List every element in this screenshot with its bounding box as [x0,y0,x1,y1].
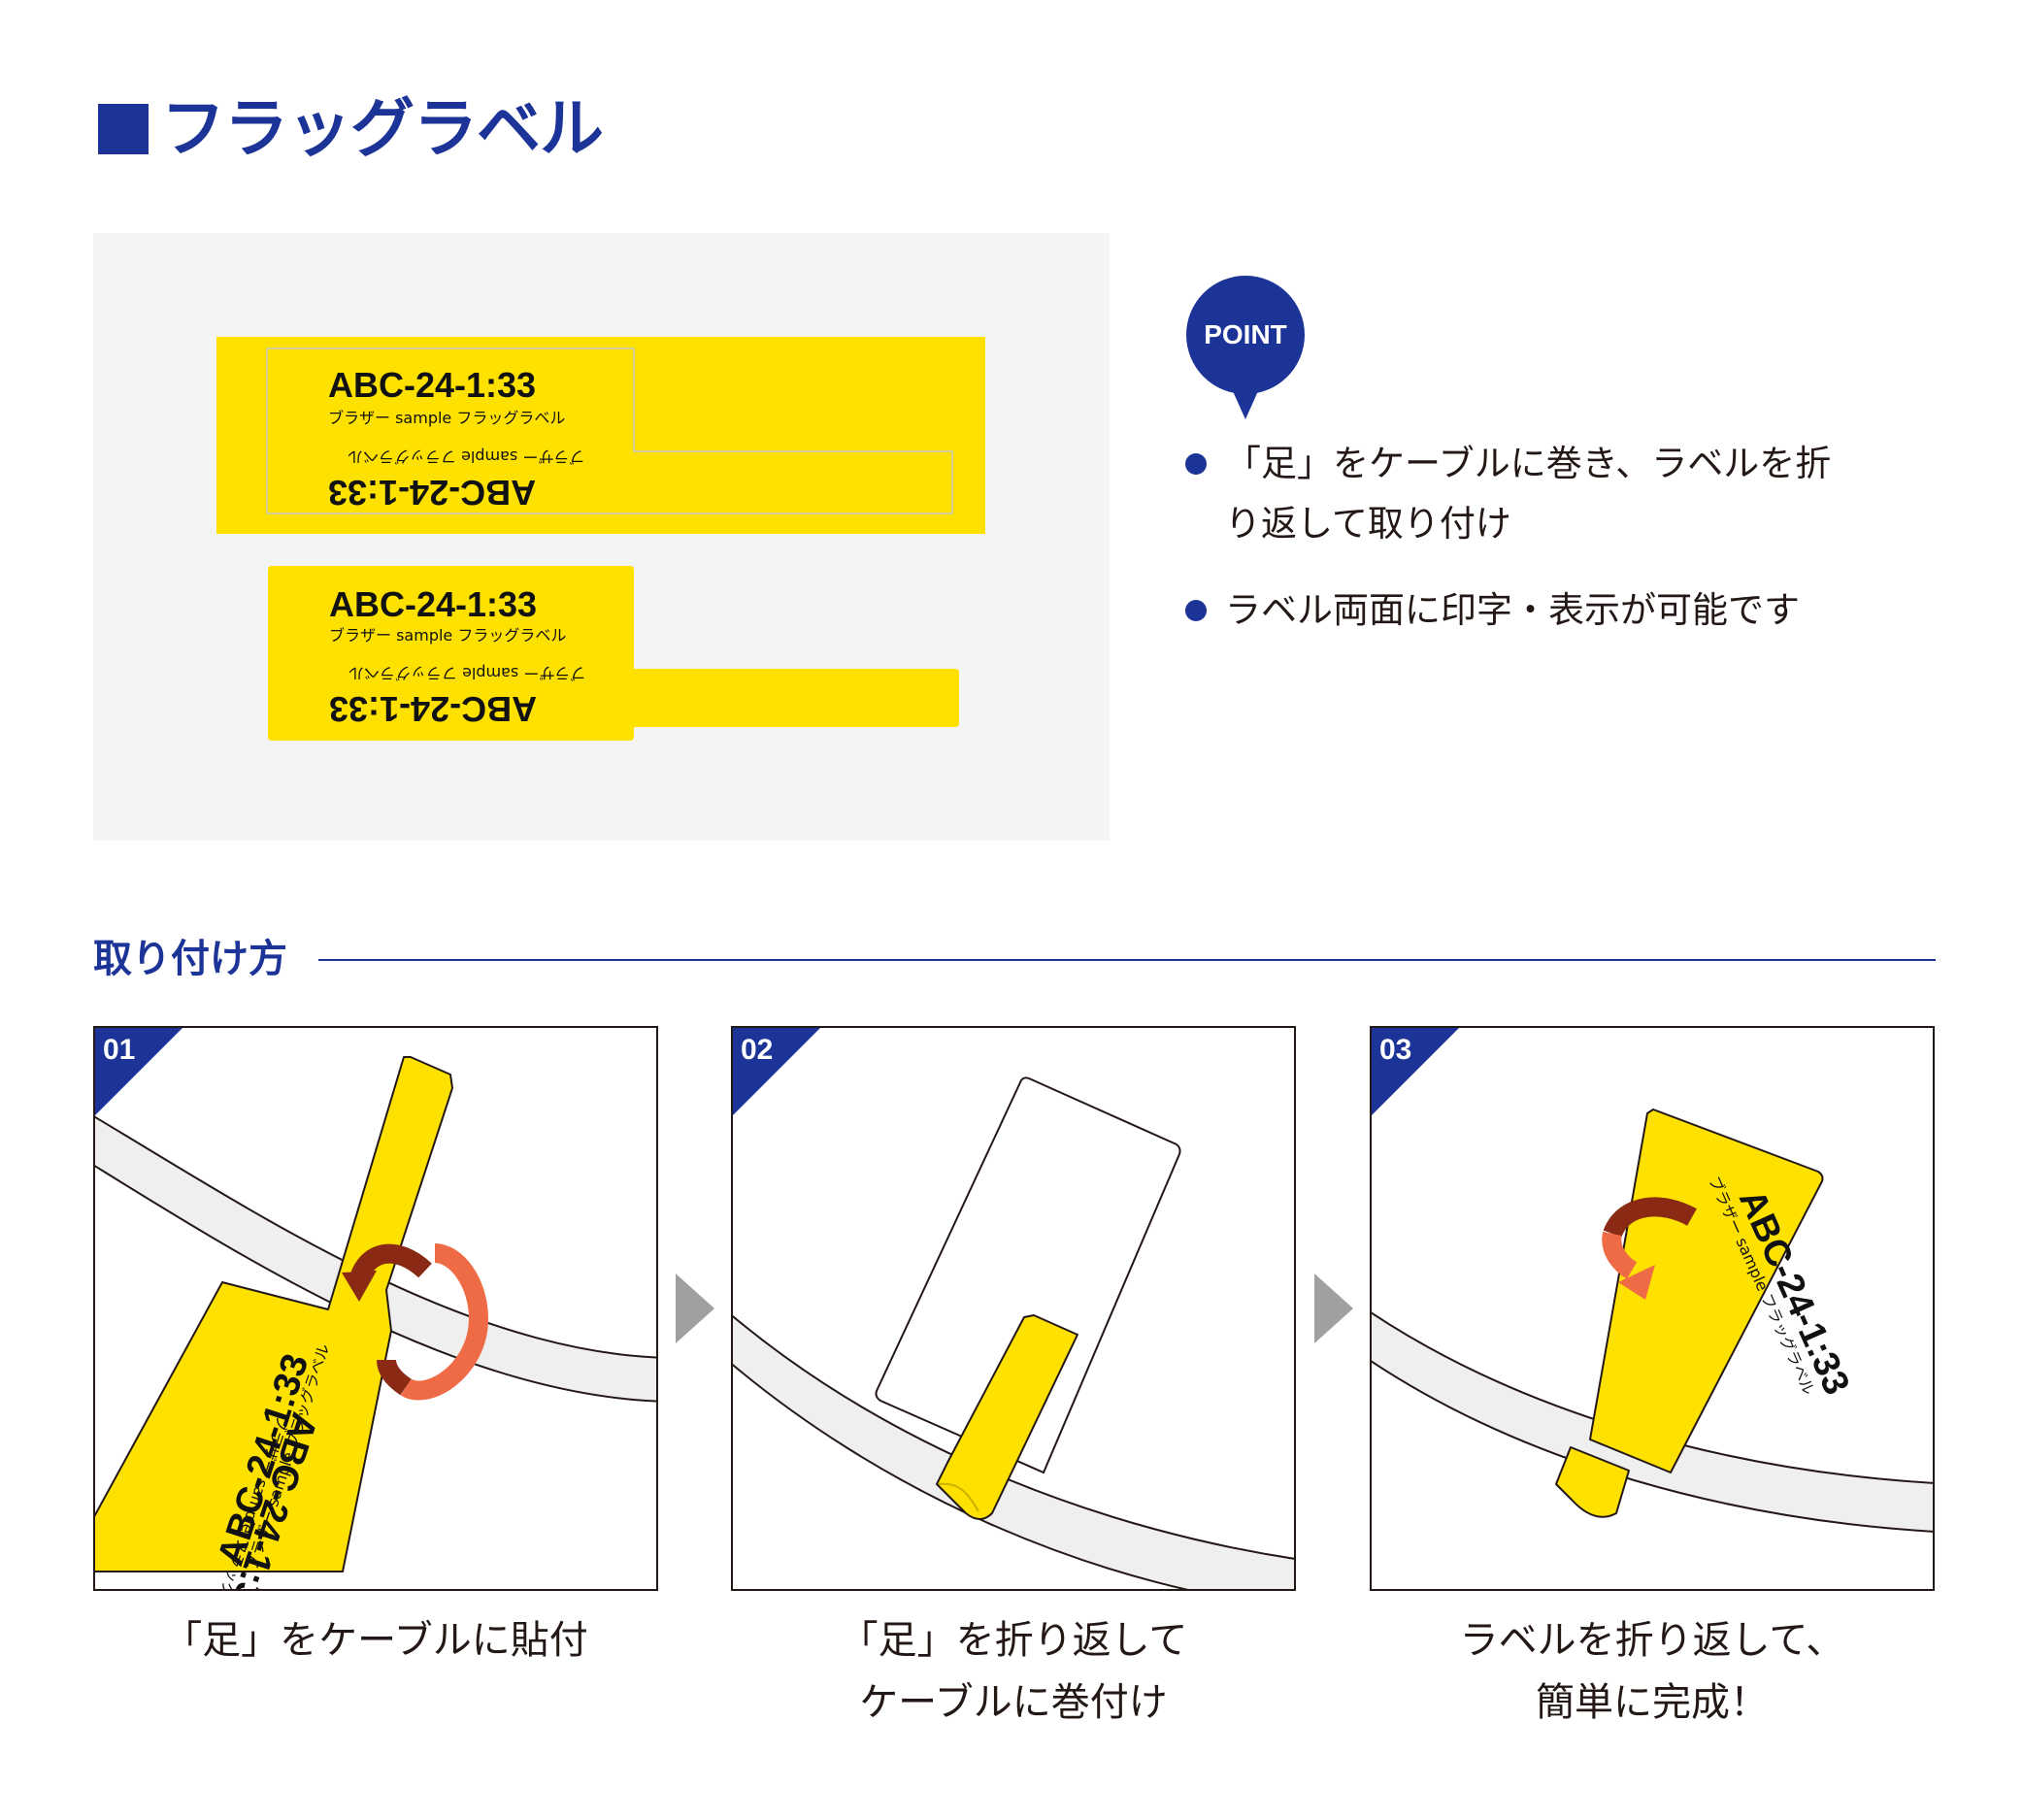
rotate-arrow-icon [1602,1197,1697,1300]
section-rule [318,959,1936,961]
caption-line: 「足」をケーブルに貼付 [163,1618,588,1663]
flag-shape [268,566,959,741]
step-panel-3: ABC-24-1:33 ブラザー sample フラッグラベル 03 [1370,1026,1935,1591]
point-bullet-1-line-2: り返して取り付け [1225,503,1511,545]
rotate-arrow-icon [342,1243,488,1401]
step-3-illustration: ABC-24-1:33 ブラザー sample フラッグラベル [1372,1109,1933,1533]
caption-line: ケーブルに巻付け [859,1680,1168,1725]
step-1-caption: 「足」をケーブルに貼付 [93,1609,658,1671]
step-1-illustration: ABC-24-1:33 ブラザー sample フラッグラベル ABC-24-1… [95,1056,656,1589]
caption-line: ラベルを折り返して、 [1459,1618,1845,1663]
step-panel-1: ABC-24-1:33 ブラザー sample フラッグラベル ABC-24-1… [93,1026,658,1591]
step-number: 01 [103,1034,136,1066]
step-2-caption: 「足」を折り返して ケーブルに巻付け [731,1609,1296,1734]
label-subtitle: ブラザー sample フラッグラベル [328,409,566,427]
point-pin-icon [1186,276,1305,419]
step-number-corner [733,1028,820,1115]
bullet-dot-icon [1185,600,1207,621]
flag-label-open: ABC-24-1:33 ブラザー sample フラッグラベル ブラザー sam… [216,337,985,534]
step-next-arrow-icon [1314,1274,1353,1343]
bullet-dot-icon [1185,453,1207,475]
section-title: 取り付け方 [93,937,287,981]
step-panel-2: 02 [731,1026,1296,1591]
label-code-flipped: ABC-24-1:33 [328,473,537,513]
step-number-corner [95,1028,182,1115]
label-subtitle: ブラザー sample フラッグラベル [329,626,567,645]
point-bullet-2: ラベル両面に印字・表示が可能です [1225,589,1800,631]
step-2-illustration [733,1076,1294,1589]
sample-panel: ABC-24-1:33 ブラザー sample フラッグラベル ブラザー sam… [93,233,1110,841]
flag-label-diecut: ABC-24-1:33 ブラザー sample フラッグラベル ブラザー sam… [268,566,959,741]
label-cut-outline [266,347,953,514]
step-next-arrow-icon [676,1274,714,1343]
step-3-caption: ラベルを折り返して、 簡単に完成！ [1370,1609,1935,1734]
caption-line: 「足」を折り返して [839,1618,1188,1663]
title-square-icon [98,104,149,154]
label-code: ABC-24-1:33 [329,584,538,624]
flag-label-rotated [95,1056,453,1572]
page-title: フラッグラベル [161,91,604,166]
point-badge-label: POINT [1204,319,1287,349]
label-code-flipped: ABC-24-1:33 [329,689,538,729]
step-number-corner [1372,1028,1459,1115]
label-subtitle-flipped: ブラザー sample フラッグラベル [348,664,586,682]
label-subtitle-flipped: ブラザー sample フラッグラベル [348,447,585,466]
step-number: 02 [741,1034,774,1066]
step-number: 03 [1379,1034,1412,1066]
point-bullet-1-line-1: 「足」をケーブルに巻き、ラベルを折 [1225,443,1832,484]
caption-line: 簡単に完成！ [1536,1680,1769,1725]
label-code: ABC-24-1:33 [328,365,537,405]
